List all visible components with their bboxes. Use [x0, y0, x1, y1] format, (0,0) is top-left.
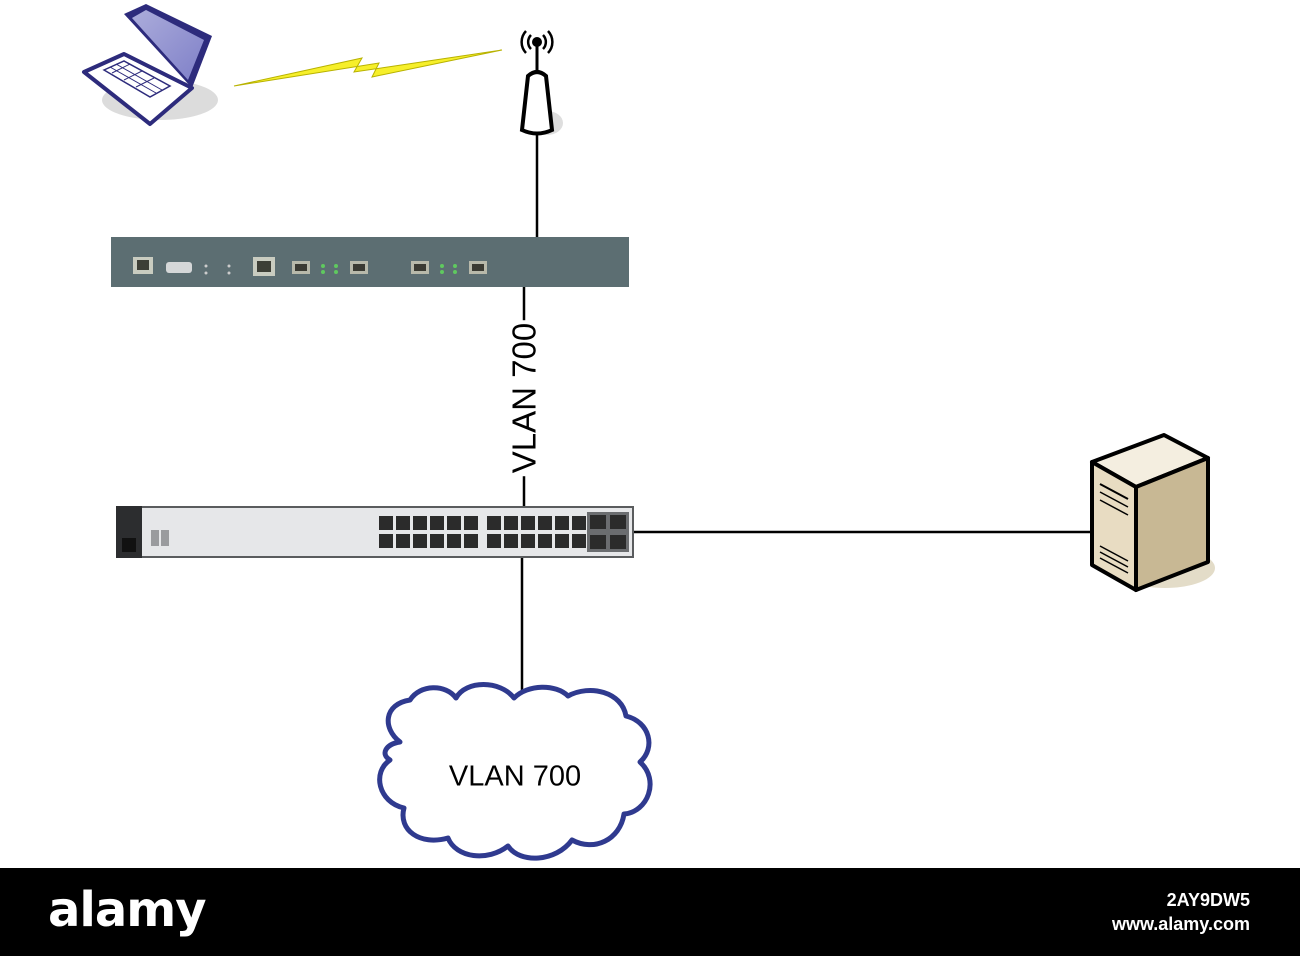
footer-image-id: 2AY9DW5 — [1166, 890, 1250, 910]
switch-port — [464, 516, 478, 530]
connections — [520, 135, 1092, 706]
switch-port — [538, 516, 552, 530]
switch-port — [464, 534, 478, 548]
server-icon — [1090, 433, 1215, 592]
switch-port — [487, 534, 501, 548]
switch-port — [379, 534, 393, 548]
switch-port — [396, 516, 410, 530]
laptop-icon — [82, 4, 218, 126]
switch-port — [504, 534, 518, 548]
switch-port — [430, 534, 444, 548]
switch-port — [487, 516, 501, 530]
link-label-vlan: VLAN 700 — [506, 319, 543, 477]
switch-port — [413, 516, 427, 530]
switch-port — [538, 534, 552, 548]
cloud-icon — [377, 682, 653, 861]
switch-port — [430, 516, 444, 530]
switch-port — [572, 516, 586, 530]
switch-port — [379, 516, 393, 530]
wireless-lightning-icon — [233, 49, 503, 87]
switch-port — [555, 516, 569, 530]
rack-router-icon — [111, 237, 629, 287]
switch-port — [413, 534, 427, 548]
footer-image-info: 2AY9DW5 www.alamy.com — [1112, 888, 1250, 936]
switch-port — [521, 516, 535, 530]
switch-port — [521, 534, 535, 548]
network-diagram — [82, 4, 1215, 861]
rack-switch-icon — [116, 506, 634, 558]
switch-port — [447, 534, 461, 548]
switch-port — [396, 534, 410, 548]
switch-port — [555, 534, 569, 548]
switch-port — [504, 516, 518, 530]
switch-port — [447, 516, 461, 530]
footer-logo: alamy — [48, 882, 207, 938]
switch-port — [572, 534, 586, 548]
footer-url: www.alamy.com — [1111, 914, 1250, 934]
cloud-label: VLAN 700 — [448, 760, 582, 793]
switch-ports — [379, 516, 586, 548]
antenna-icon — [519, 30, 563, 136]
footer-bar: alamy 2AY9DW5 www.alamy.com — [0, 868, 1300, 956]
